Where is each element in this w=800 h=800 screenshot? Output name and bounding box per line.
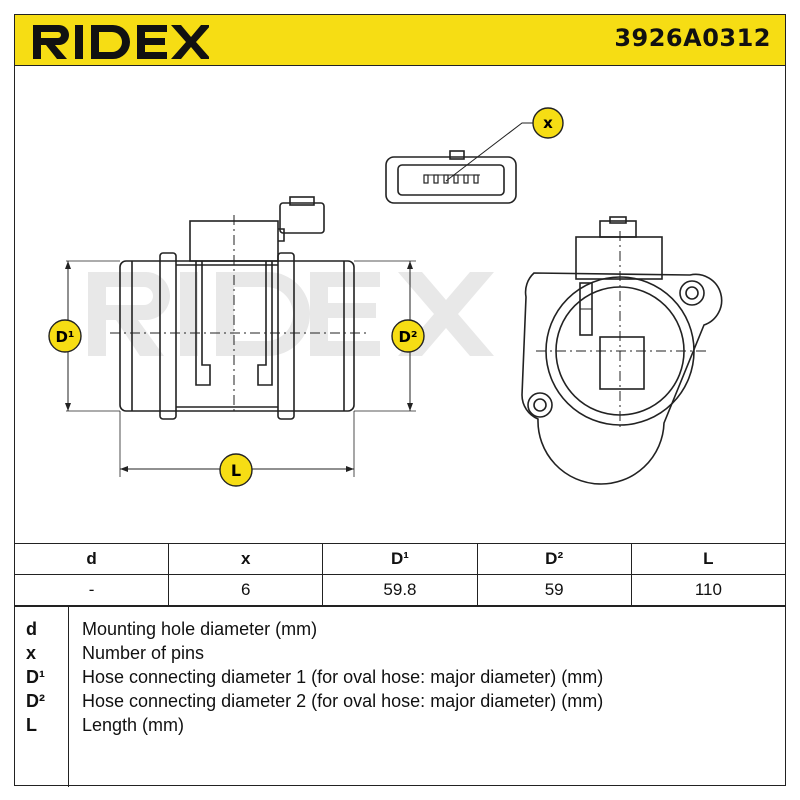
legend-divider [68, 607, 69, 787]
legend-desc: Length (mm) [82, 715, 185, 735]
legend-desc: Hose connecting diameter 1 (for oval hos… [82, 667, 604, 687]
legend-row: L Length (mm) [14, 715, 786, 739]
spec-header-row: d x D¹ D² L [13, 543, 787, 575]
spec-header-d1: D¹ [322, 543, 478, 575]
label-d1-badge: D¹ [48, 319, 82, 353]
part-number: 3926A0312 [614, 24, 771, 52]
spec-table: d x D¹ D² L - 6 59.8 59 110 [13, 543, 787, 606]
technical-drawing: x D¹ D² L [48, 107, 723, 487]
legend: d Mounting hole diameter (mm) x Number o… [14, 606, 786, 787]
spec-value-d1: 59.8 [322, 574, 478, 606]
legend-row: d Mounting hole diameter (mm) [14, 619, 786, 643]
label-l-badge: L [219, 453, 253, 487]
sheet-frame [14, 65, 786, 786]
legend-row: D² Hose connecting diameter 2 (for oval … [14, 691, 786, 715]
legend-row: x Number of pins [14, 643, 786, 667]
spec-value-d: - [13, 574, 170, 606]
legend-key: L [26, 715, 37, 735]
legend-key: x [26, 643, 37, 663]
spec-header-l: L [630, 543, 787, 575]
label-x-text: x [543, 114, 553, 132]
spec-value-d2: 59 [476, 574, 632, 606]
legend-key: D¹ [26, 667, 45, 687]
spec-value-l: 110 [630, 574, 787, 606]
label-d2-text: D² [398, 328, 417, 346]
legend-row: D¹ Hose connecting diameter 1 (for oval … [14, 667, 786, 691]
legend-desc: Number of pins [82, 643, 205, 663]
spec-header-x: x [168, 543, 324, 575]
watermark-logo [88, 272, 494, 356]
spec-value-row: - 6 59.8 59 110 [13, 574, 787, 606]
ridex-logo [33, 25, 209, 59]
spec-value-x: 6 [168, 574, 324, 606]
label-x-badge: x [532, 107, 564, 139]
label-d2-badge: D² [391, 319, 425, 353]
legend-desc: Mounting hole diameter (mm) [82, 619, 318, 639]
spec-header-d2: D² [476, 543, 632, 575]
spec-header-d: d [13, 543, 170, 575]
label-d1-text: D¹ [55, 328, 74, 346]
label-l-text: L [231, 461, 241, 480]
legend-key: d [26, 619, 37, 639]
header-bar: 3926A0312 [14, 14, 786, 66]
legend-desc: Hose connecting diameter 2 (for oval hos… [82, 691, 604, 711]
legend-key: D² [26, 691, 45, 711]
